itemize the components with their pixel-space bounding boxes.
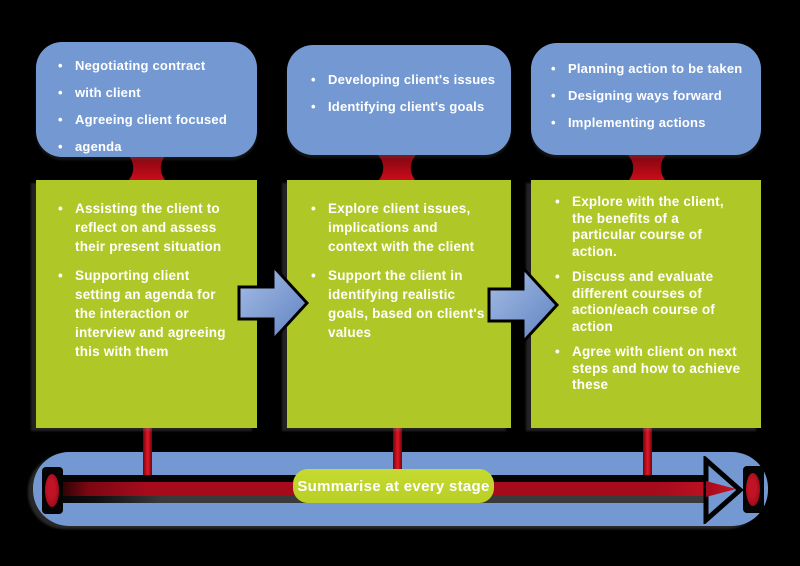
arrow-right-icon xyxy=(237,262,309,344)
stage1-header-list: Negotiating contract with clientAgreeing … xyxy=(36,42,257,156)
bullet-item: Supporting client setting an agenda for … xyxy=(58,266,230,361)
stage1-header-box: Negotiating contract with clientAgreeing … xyxy=(36,42,257,157)
stage3-detail-box: Explore with the client, the benefits of… xyxy=(531,180,761,428)
stage2-rod xyxy=(393,427,402,484)
bullet-item: agenda xyxy=(58,138,243,156)
bullet-item: Agree with client on next steps and how … xyxy=(555,344,743,394)
stage2-detail-list: Explore client issues, implications and … xyxy=(287,180,511,342)
stage3-rod xyxy=(643,427,652,484)
cylinder-cap-left-icon xyxy=(42,467,63,514)
bullet-item: Developing client's issues xyxy=(311,71,503,89)
stage3-detail-list: Explore with the client, the benefits of… xyxy=(531,180,761,394)
bullet-item: Assisting the client to reflect on and a… xyxy=(58,199,230,256)
summary-label-pill: Summarise at every stage xyxy=(293,469,494,503)
bullet-item: Designing ways forward xyxy=(551,87,755,105)
bullet-item: with client xyxy=(58,84,243,102)
bullet-item: Planning action to be taken xyxy=(551,60,755,78)
cylinder-cap-ellipse-icon xyxy=(45,474,59,507)
stage1-detail-box: Assisting the client to reflect on and a… xyxy=(36,180,257,428)
stage2-header-box: Developing client's issuesIdentifying cl… xyxy=(287,45,511,155)
stage3-header-box: Planning action to be takenDesigning way… xyxy=(531,43,761,155)
bullet-item: Agreeing client focused xyxy=(58,111,243,129)
stage3-connector-icon xyxy=(622,149,672,187)
arrow-right-icon xyxy=(487,264,559,346)
stage3-header-list: Planning action to be takenDesigning way… xyxy=(531,43,761,132)
bullet-item: Identifying client's goals xyxy=(311,98,503,116)
stage2-connector-icon xyxy=(372,149,422,187)
cylinder-cap-ellipse-icon xyxy=(746,473,760,506)
bullet-item: Explore with the client, the benefits of… xyxy=(555,194,743,260)
stage2-detail-box: Explore client issues, implications and … xyxy=(287,180,511,428)
bullet-item: Discuss and evaluate different courses o… xyxy=(555,269,743,335)
stage2-header-list: Developing client's issuesIdentifying cl… xyxy=(287,45,511,116)
stage1-rod xyxy=(143,427,152,484)
bullet-item: Support the client in identifying realis… xyxy=(311,266,487,342)
stage1-connector-icon xyxy=(122,149,172,187)
stage1-detail-list: Assisting the client to reflect on and a… xyxy=(36,180,257,361)
summary-label: Summarise at every stage xyxy=(297,477,490,495)
bullet-item: Explore client issues, implications and … xyxy=(311,199,487,256)
bullet-item: Implementing actions xyxy=(551,114,755,132)
cylinder-cap-right-icon xyxy=(743,466,764,513)
bullet-item: Negotiating contract xyxy=(58,57,243,75)
